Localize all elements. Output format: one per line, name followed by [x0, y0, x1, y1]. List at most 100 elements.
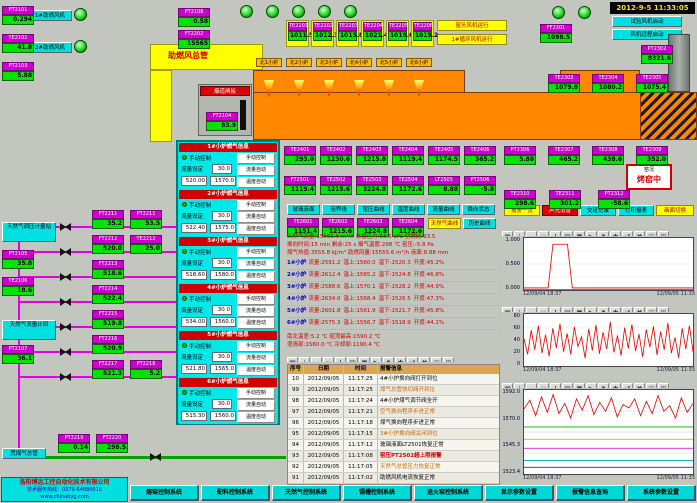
chart-toolbar-icon[interactable]: －: [526, 307, 537, 312]
chart-toolbar-icon[interactable]: －: [526, 383, 537, 388]
burner-label[interactable]: 北4小炉: [346, 58, 372, 67]
chart-toolbar-icon[interactable]: ▮: [598, 231, 609, 236]
plot-area[interactable]: [523, 389, 694, 475]
chart-toolbar-icon[interactable]: ▦: [287, 357, 298, 362]
temp-auto-button[interactable]: 温度自动: [237, 177, 275, 188]
manual-radio[interactable]: [182, 296, 187, 301]
chart-toolbar-icon[interactable]: ↺: [622, 231, 633, 236]
nav-gas-button[interactable]: 天然气控制系统: [272, 485, 341, 501]
temp-curve-button[interactable]: 温度曲线: [392, 204, 425, 215]
setpoint-value[interactable]: 30.0: [212, 211, 232, 221]
burner-label[interactable]: 北2小炉: [286, 58, 312, 67]
burner-label[interactable]: 北6小炉: [406, 58, 432, 67]
chart-toolbar-icon[interactable]: ✛: [335, 357, 346, 362]
flow-auto-button[interactable]: 流量自动: [237, 259, 275, 270]
chart-toolbar-icon[interactable]: ⊞: [658, 231, 669, 236]
flow-auto-button[interactable]: 流量自动: [237, 400, 275, 411]
flow-auto-button[interactable]: 流量自动: [237, 353, 275, 364]
manual-radio[interactable]: [182, 343, 187, 348]
chart-toolbar-icon[interactable]: ↺: [622, 383, 633, 388]
chart-toolbar-icon[interactable]: ＋: [514, 231, 525, 236]
chart-toolbar-icon[interactable]: ⊞: [658, 307, 669, 312]
chart-toolbar-icon[interactable]: ↔: [538, 307, 549, 312]
chart-toolbar-icon[interactable]: ▮: [383, 357, 394, 362]
chart-toolbar-icon[interactable]: ▮: [598, 383, 609, 388]
chart-toolbar-icon[interactable]: －: [526, 231, 537, 236]
chart-toolbar-icon[interactable]: ▶: [586, 307, 597, 312]
chart-toolbar-icon[interactable]: ✛: [550, 307, 561, 312]
valve-icon[interactable]: [60, 323, 71, 331]
plot-area[interactable]: [523, 313, 694, 367]
chart-toolbar-icon[interactable]: ↔: [323, 357, 334, 362]
temp-auto-button[interactable]: 温度自动: [237, 412, 275, 423]
setpoint-value[interactable]: 30.0: [212, 352, 232, 362]
setpoint-value[interactable]: 30.0: [212, 164, 232, 174]
chart-toolbar-icon[interactable]: ↔: [538, 383, 549, 388]
chart-toolbar-icon[interactable]: ✱: [610, 383, 621, 388]
nav-furnace-button[interactable]: 熔窑控制系统: [130, 485, 199, 501]
gas-curve-button[interactable]: 天然气曲线: [428, 218, 461, 229]
burner-label[interactable]: 北1小炉: [256, 58, 282, 67]
temp-auto-button[interactable]: 温度自动: [237, 365, 275, 376]
burner-label[interactable]: 北5小炉: [376, 58, 402, 67]
chart-toolbar-icon[interactable]: ⊞: [658, 383, 669, 388]
chart-toolbar-icon[interactable]: ▤: [347, 357, 358, 362]
nav-lehr-button[interactable]: 退火窑控制系统: [414, 485, 483, 501]
chart-toolbar-icon[interactable]: ✖: [419, 357, 430, 362]
flow-auto-button[interactable]: 流量自动: [237, 212, 275, 223]
flow-auto-button[interactable]: 流量自动: [237, 306, 275, 317]
valve-icon[interactable]: [60, 373, 71, 381]
glass-level-button[interactable]: 玻璃液面: [287, 204, 320, 215]
manual-radio[interactable]: [182, 202, 187, 207]
valve-icon[interactable]: [150, 453, 161, 461]
nav-alarm-query-button[interactable]: 报警信息查询: [556, 485, 625, 501]
setpoint-value[interactable]: 30.0: [212, 305, 232, 315]
history-curve-button[interactable]: 历史曲线: [463, 218, 496, 229]
chart-toolbar-icon[interactable]: ▤: [562, 383, 573, 388]
print-report-button[interactable]: 打印报表: [618, 205, 654, 216]
screen-switch-button[interactable]: 画面切换: [656, 205, 694, 216]
chart-toolbar-icon[interactable]: ✖: [634, 383, 645, 388]
chart-toolbar-icon[interactable]: ↔: [538, 231, 549, 236]
chart-toolbar-icon[interactable]: ▮: [598, 307, 609, 312]
valve-icon[interactable]: [60, 348, 71, 356]
fan-test-start-button[interactable]: 试验风机启动: [612, 16, 682, 27]
chart-toolbar-icon[interactable]: ＋: [514, 383, 525, 388]
valve-icon[interactable]: [60, 273, 71, 281]
chart-toolbar-icon[interactable]: ✱: [610, 231, 621, 236]
chart-toolbar-icon[interactable]: ▦: [502, 231, 513, 236]
chart-toolbar-icon[interactable]: ▤: [562, 231, 573, 236]
manual-radio[interactable]: [182, 155, 187, 160]
chart-toolbar-icon[interactable]: ◫: [646, 231, 657, 236]
nav-batch-button[interactable]: 配料控制系统: [201, 485, 270, 501]
chart-toolbar-icon[interactable]: ✱: [610, 307, 621, 312]
chart-toolbar-icon[interactable]: ↺: [407, 357, 418, 362]
chart-toolbar-icon[interactable]: ▶: [586, 383, 597, 388]
nav-display-settings-button[interactable]: 显示参数设置: [485, 485, 554, 501]
chart-toolbar-icon[interactable]: ✖: [634, 231, 645, 236]
valve-icon[interactable]: [60, 248, 71, 256]
manual-button[interactable]: 手动控制: [237, 341, 275, 352]
chart-toolbar-icon[interactable]: ◫: [646, 307, 657, 312]
manual-button[interactable]: 手动控制: [237, 388, 275, 399]
chart-toolbar-icon[interactable]: ▤: [562, 307, 573, 312]
temp-auto-button[interactable]: 温度自动: [237, 318, 275, 329]
manual-button[interactable]: 手动控制: [237, 294, 275, 305]
chart-toolbar-icon[interactable]: ＋: [299, 357, 310, 362]
combustion-fan-1-label[interactable]: 1#助燃风机: [28, 10, 72, 21]
chart-toolbar-icon[interactable]: ▶: [371, 357, 382, 362]
reversal-status-button[interactable]: 换向状态: [462, 204, 495, 215]
setpoint-value[interactable]: 30.0: [212, 399, 232, 409]
temp-auto-button[interactable]: 温度自动: [237, 224, 275, 235]
manual-radio[interactable]: [182, 249, 187, 254]
valve-icon[interactable]: [60, 298, 71, 306]
chart-toolbar-icon[interactable]: ▼: [574, 231, 585, 236]
nav-tin-bath-button[interactable]: 锡槽控制系统: [343, 485, 412, 501]
manual-radio[interactable]: [182, 390, 187, 395]
